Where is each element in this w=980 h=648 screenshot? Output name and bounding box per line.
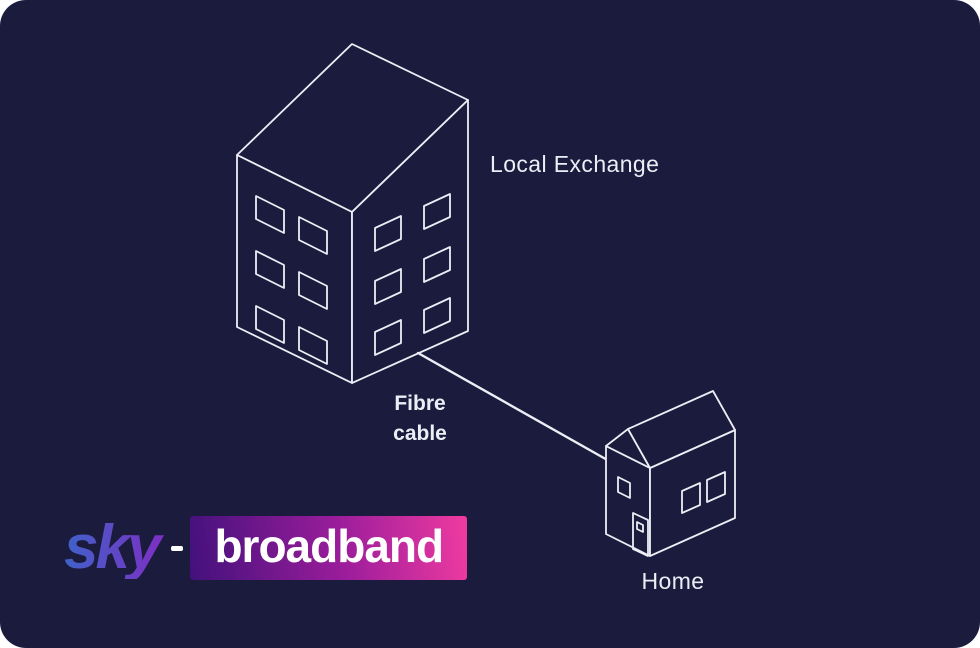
broadband-logo-text: broadband	[214, 520, 444, 572]
local-exchange-building-icon	[236, 43, 469, 384]
fibre-label-line1: Fibre	[394, 392, 446, 415]
building-windows	[255, 193, 451, 365]
house-door	[632, 512, 649, 557]
local-exchange-label: Local Exchange	[490, 151, 660, 177]
building-window	[374, 319, 402, 356]
house-window	[706, 471, 726, 503]
building-window	[298, 271, 328, 310]
building-window	[298, 216, 328, 255]
building-window	[255, 250, 285, 289]
building-window	[423, 297, 451, 334]
building-right-face	[351, 99, 469, 384]
fibre-cable-line	[416, 351, 620, 468]
house-door-window	[636, 521, 644, 533]
sky-logo-text: sky	[64, 517, 164, 579]
home-house-icon	[605, 390, 736, 557]
fibre-label-line2: cable	[393, 422, 447, 445]
building-window	[374, 215, 402, 252]
logo-dash	[171, 545, 184, 551]
broadband-badge: broadband	[190, 516, 468, 580]
building-window	[255, 305, 285, 344]
house-roof	[627, 390, 736, 469]
building-window	[423, 246, 451, 283]
home-label: Home	[641, 568, 705, 594]
building-window	[423, 193, 451, 230]
house-window	[617, 476, 631, 499]
sky-broadband-logo: sky broadband	[64, 514, 468, 582]
fibre-cable-label: Fibre cable	[355, 389, 485, 449]
building-window	[374, 268, 402, 305]
house-window	[681, 482, 701, 514]
building-window	[298, 326, 328, 365]
building-window	[255, 195, 285, 234]
